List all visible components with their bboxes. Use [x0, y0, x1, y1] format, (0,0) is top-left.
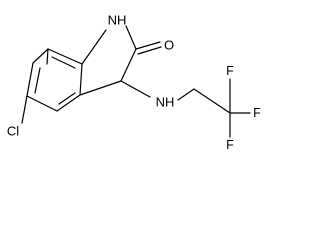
lactam-ring — [79, 25, 162, 96]
bond-c3-nh — [120, 80, 151, 98]
double-bond-inner-1 — [34, 67, 41, 94]
fluorine-bottom-label: F — [226, 138, 234, 152]
oxygen-label: O — [164, 38, 174, 53]
bond-c7-c6 — [32, 48, 49, 64]
molecule-structure-diagram: NH O Cl NH F F F — [7, 13, 261, 153]
chlorine-label: Cl — [7, 124, 19, 139]
bond-c7a-c7-top — [47, 48, 83, 65]
bond-c5-cl — [21, 95, 28, 124]
bond-n1-c2 — [125, 25, 137, 50]
double-bond-inner-3 — [51, 56, 76, 69]
bond-c5-c4 — [26, 95, 58, 112]
fluorine-right-label: F — [253, 106, 261, 120]
nh-ring-label: NH — [108, 13, 127, 28]
benzene-ring — [26, 48, 83, 112]
bond-c2-o-1 — [135, 41, 161, 50]
bond-c7a-n1 — [81, 29, 107, 65]
bond-c3-c3a — [79, 80, 122, 96]
bond-c2-c3 — [120, 48, 137, 82]
bond-c6-c5 — [26, 62, 34, 97]
bond-c2-o-2 — [137, 46, 162, 55]
double-bond-inner-2 — [58, 92, 76, 105]
fluorine-top-label: F — [226, 64, 234, 78]
bond-nh-ch2 — [177, 88, 195, 101]
nh-amine-label: NH — [156, 95, 175, 110]
bond-c4-c3a — [56, 94, 81, 112]
bond-ch2-cf3 — [193, 88, 231, 114]
bond-c3a-c7a — [79, 63, 83, 96]
bond-c7a-c7 — [46, 48, 49, 65]
